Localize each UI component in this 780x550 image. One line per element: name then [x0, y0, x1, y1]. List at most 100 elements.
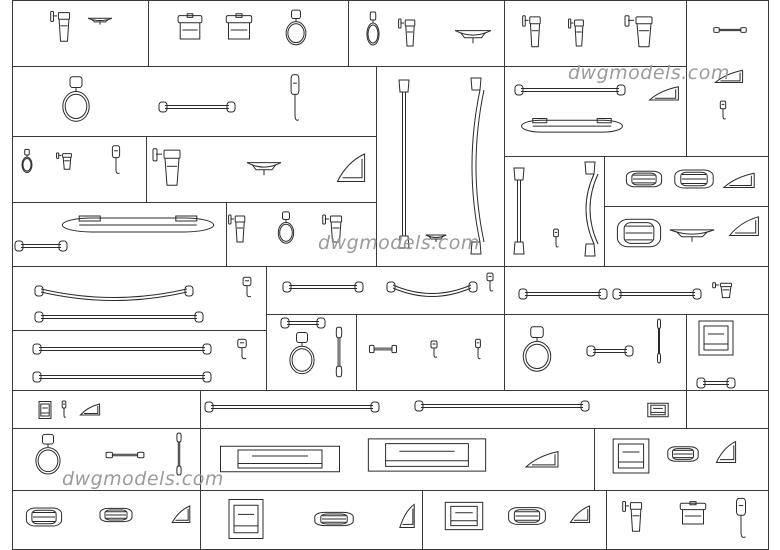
tumbler-holder-icon: [322, 210, 350, 250]
corner-shelf-icon: [78, 400, 102, 420]
shower-rail-icon: [390, 78, 418, 250]
towel-bar-icon: [32, 338, 212, 360]
robe-hook-icon: [714, 100, 732, 122]
soap-dish-icon: [424, 228, 448, 248]
robe-hook-icon: [330, 326, 348, 378]
towel-bar-icon: [414, 394, 590, 418]
glass-shelf-icon: [210, 444, 350, 474]
catalog-cell: [148, 0, 349, 67]
towel-bar-icon: [282, 276, 364, 298]
towel-bar-icon: [712, 24, 748, 36]
tumbler-holder-icon: [152, 142, 192, 196]
robe-hook-icon: [470, 338, 486, 362]
catalog-cell: [12, 266, 267, 331]
soap-dish-icon: [646, 402, 670, 418]
toilet-roll-holder-icon: [278, 8, 314, 50]
towel-ring-icon: [512, 324, 562, 378]
catalog-cell: [686, 390, 769, 429]
grab-bar-icon: [172, 432, 186, 476]
shower-rail-icon: [456, 76, 496, 256]
glass-shelf-icon: [54, 206, 222, 246]
soap-dish-icon: [612, 210, 666, 256]
watermark-top-right: dwgmodels.com: [568, 62, 730, 84]
soap-basket-icon: [310, 508, 358, 530]
robe-hook-icon: [234, 276, 260, 300]
corner-shelf-icon: [522, 446, 562, 474]
tumbler-holder-icon: [398, 14, 422, 54]
towel-bar-icon: [104, 448, 146, 462]
corner-shelf-icon: [646, 82, 682, 106]
soap-dish-icon: [666, 218, 718, 252]
tumbler-holder-icon: [56, 150, 78, 174]
soap-dish-icon: [86, 12, 114, 30]
towel-bar-icon: [34, 308, 204, 326]
tumbler-holder-icon: [228, 210, 252, 250]
towel-bar-icon: [518, 284, 608, 304]
towel-ring-icon: [26, 432, 70, 480]
towel-bar-icon: [586, 344, 634, 358]
corner-shelf-icon: [334, 144, 368, 194]
glass-shelf-icon: [14, 238, 68, 254]
soap-dish-icon: [22, 502, 66, 532]
tumbler-holder-icon: [522, 10, 548, 56]
towel-bar-icon: [612, 284, 702, 304]
watermark-center: dwgmodels.com: [318, 232, 480, 254]
glass-shelf-icon: [516, 110, 628, 144]
corner-shelf-icon: [720, 168, 758, 194]
towel-bar-icon: [280, 316, 326, 330]
robe-hook-icon: [18, 148, 36, 176]
recessed-holder-icon: [610, 436, 652, 476]
soap-dish-icon: [452, 18, 494, 54]
catalog-cell: [12, 428, 201, 491]
corner-shelf-icon: [714, 434, 738, 472]
toilet-roll-holder-icon: [678, 500, 708, 532]
robe-hook-icon: [58, 400, 70, 420]
grab-bar-icon: [510, 166, 528, 256]
soap-dish-icon: [712, 280, 740, 302]
soap-dish-icon: [664, 442, 702, 466]
catalog-cell: [200, 390, 687, 429]
catalog-cell: [504, 0, 687, 67]
soap-dish-icon: [244, 150, 284, 186]
watermark-bottom-left: dwgmodels.com: [62, 468, 224, 490]
catalog-cell: [504, 266, 769, 315]
toilet-roll-holder-icon: [224, 12, 254, 48]
towel-bar-icon: [696, 378, 736, 388]
recessed-holder-icon: [442, 500, 486, 532]
towel-bar-icon: [158, 96, 236, 118]
recessed-holder-icon: [226, 496, 266, 542]
towel-bar-icon: [32, 366, 212, 388]
robe-hook-icon: [726, 496, 756, 544]
corner-shelf-icon: [726, 210, 762, 244]
toilet-roll-holder-icon: [176, 12, 204, 48]
soap-dish-icon: [622, 166, 666, 192]
towel-bar-icon: [386, 274, 478, 300]
robe-hook-icon: [548, 228, 564, 250]
corner-shelf-icon: [568, 500, 592, 530]
towel-ring-icon: [52, 74, 100, 128]
towel-bar-icon: [368, 340, 398, 358]
catalog-cell: [356, 314, 505, 391]
robe-hook-icon: [424, 340, 444, 360]
grab-bar-icon: [654, 318, 664, 364]
recessed-holder-icon: [696, 318, 736, 358]
catalog-cell: [226, 202, 377, 267]
corner-shelf-icon: [398, 496, 416, 538]
towel-bar-icon: [34, 278, 194, 304]
soap-dish-icon: [504, 502, 550, 530]
tumbler-holder-icon: [272, 210, 300, 248]
robe-hook-icon: [480, 272, 500, 294]
robe-hook-icon: [104, 144, 128, 178]
catalog-cell: [504, 66, 687, 157]
towel-bar-icon: [204, 396, 380, 418]
glass-shelf-icon: [358, 436, 496, 474]
glass-shelf-icon: [514, 80, 626, 100]
catalog-cell: [12, 330, 267, 391]
catalog-cell: [12, 136, 147, 203]
corner-shelf-icon: [170, 500, 192, 530]
robe-hook-icon: [282, 72, 308, 128]
tumbler-holder-icon: [50, 6, 78, 50]
tumbler-holder-icon: [568, 14, 590, 54]
catalog-cell: [12, 66, 377, 137]
